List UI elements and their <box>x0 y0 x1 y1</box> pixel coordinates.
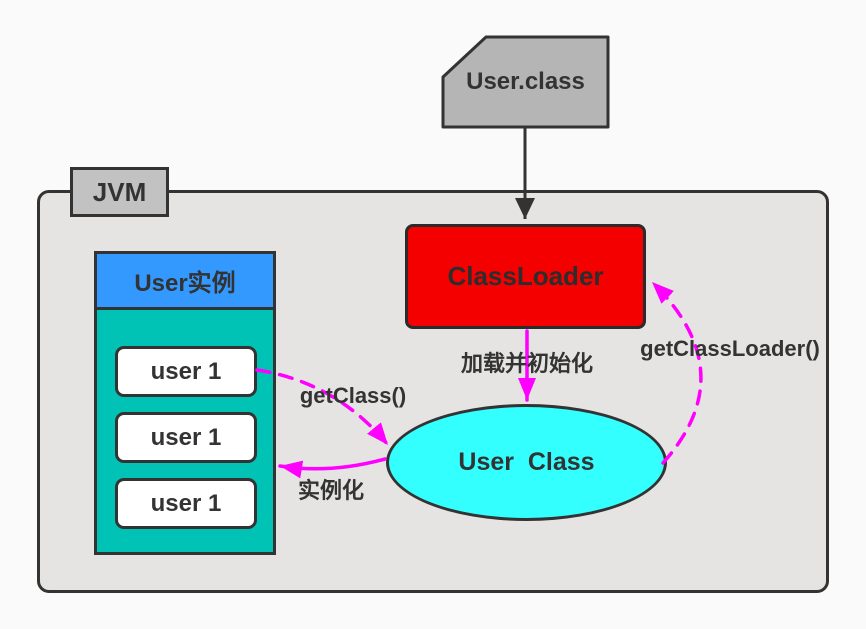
instance-item: user 1 <box>115 478 257 529</box>
instance-item: user 1 <box>115 346 257 397</box>
user-class-file-label: User.class <box>466 68 585 95</box>
user-class-node: User Class <box>386 404 667 521</box>
label-get-classloader: getClassLoader() <box>640 336 820 361</box>
classloader-label: ClassLoader <box>447 261 604 291</box>
label-load-init: 加载并初始化 <box>460 351 594 376</box>
user-instances-panel: User实例 user 1 user 1 user 1 <box>94 251 276 555</box>
label-get-class: getClass() <box>299 383 407 408</box>
user-instances-header: User实例 <box>97 254 273 310</box>
instance-item: user 1 <box>115 412 257 463</box>
jvm-label: JVM <box>70 167 169 217</box>
classloader-node: ClassLoader <box>405 224 646 329</box>
user-class-label: User Class <box>458 448 595 476</box>
label-instantiate: 实例化 <box>297 478 365 503</box>
